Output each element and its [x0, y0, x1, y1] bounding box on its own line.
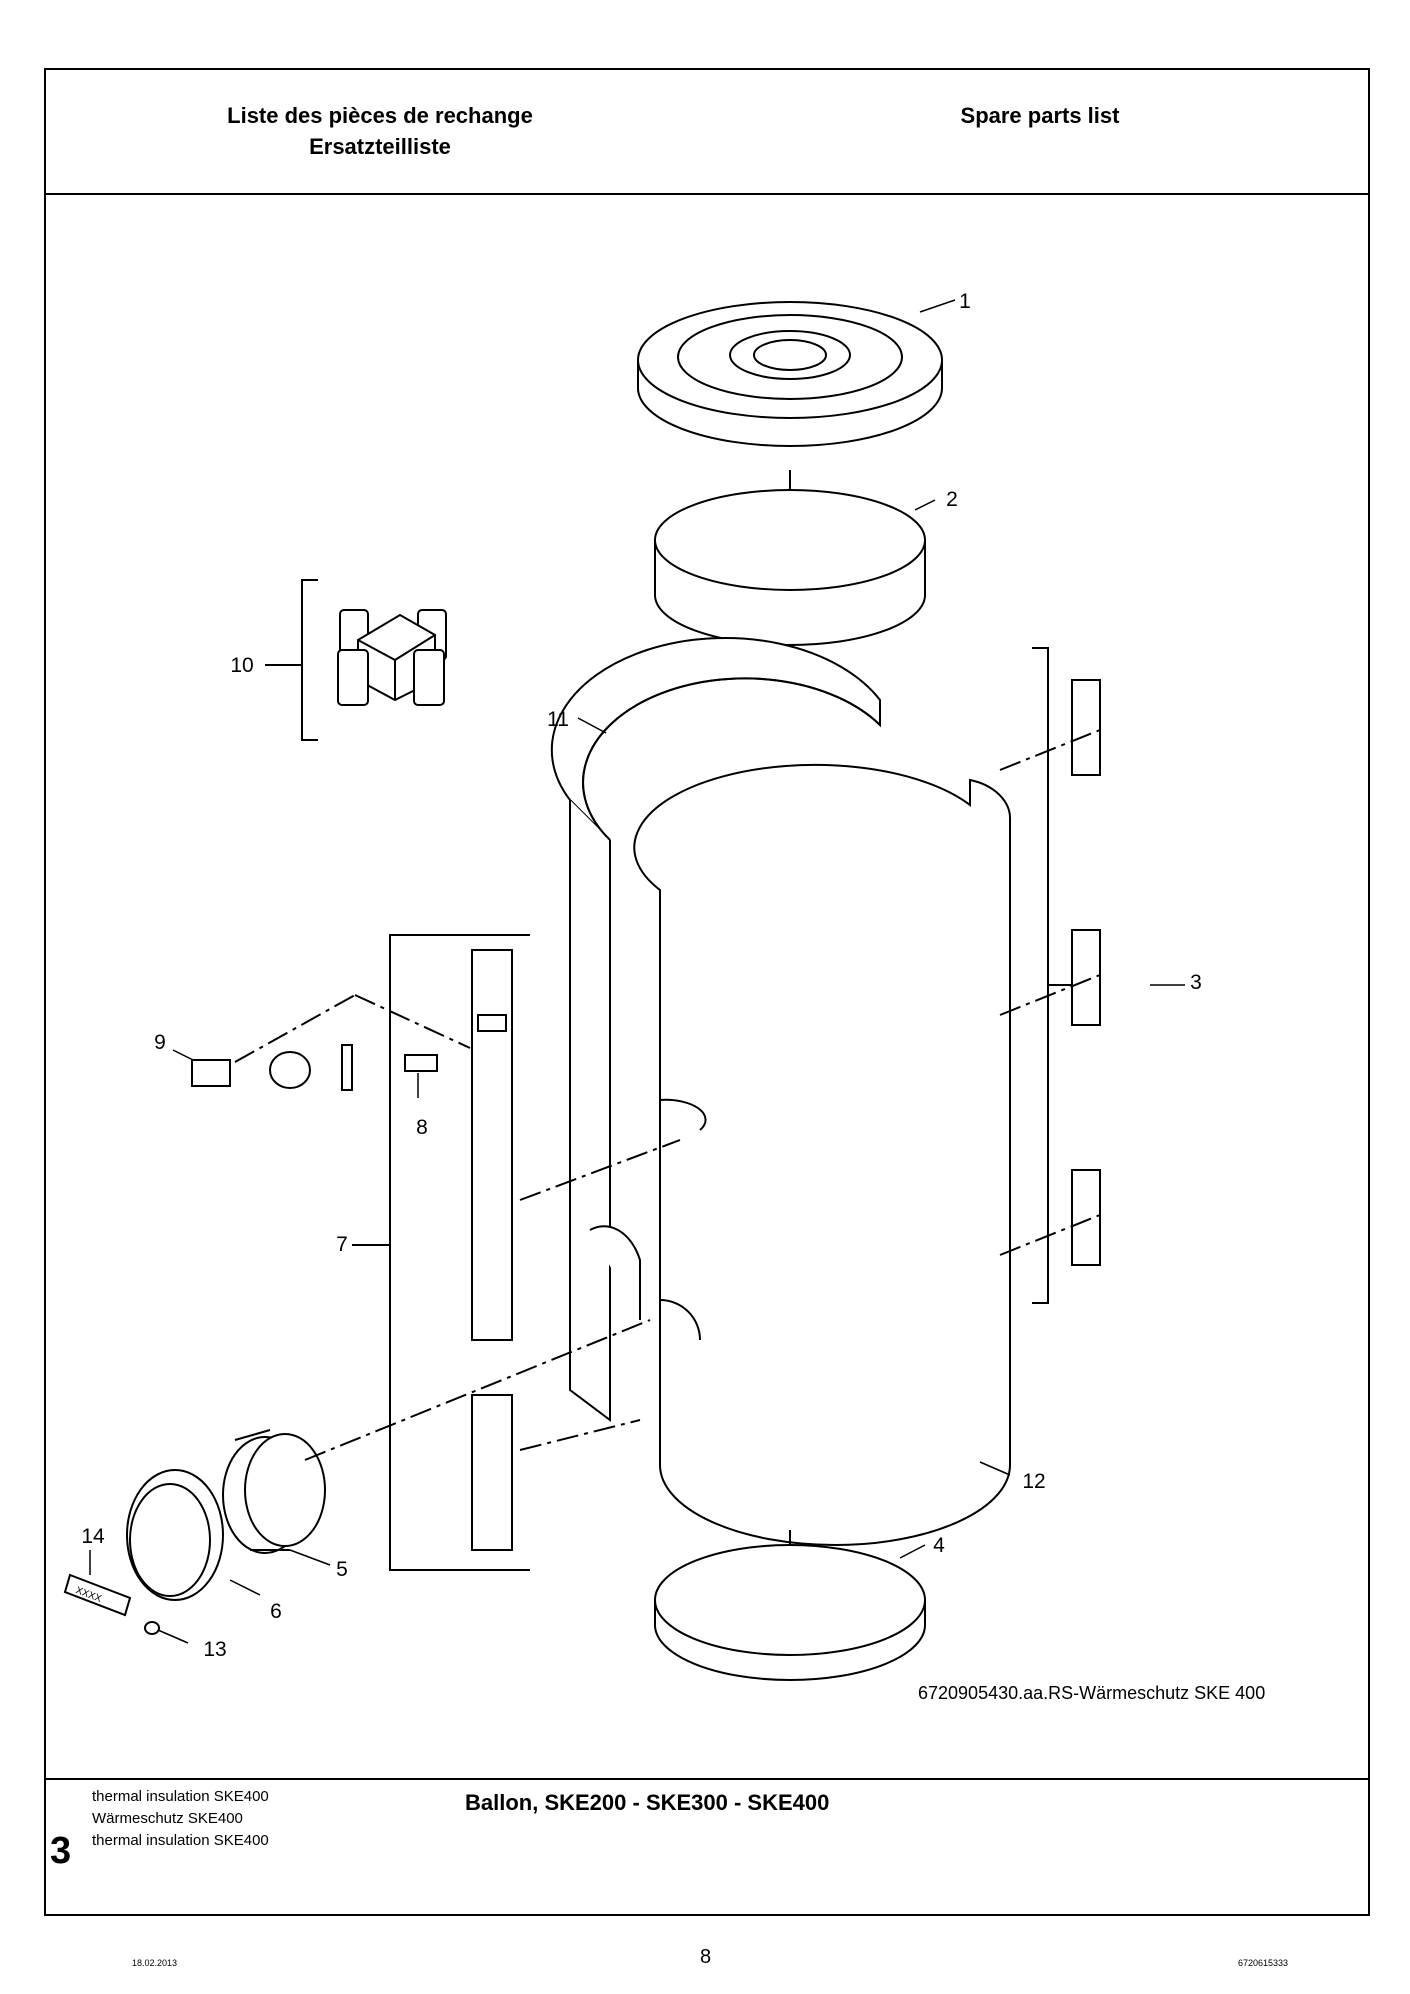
callout-10: 10 [230, 654, 254, 677]
part-cover-plate [126, 1469, 224, 1601]
description-line-2: Wärmeschutz SKE400 [92, 1810, 243, 1827]
drawing-reference: 6720905430.aa.RS-Wärmeschutz SKE 400 [918, 1683, 1266, 1703]
page-number: 8 [700, 1946, 712, 1968]
part-side-clips [999, 647, 1101, 1304]
part-feet-set [265, 579, 447, 741]
part-pad [404, 1054, 438, 1072]
part-flange-insulation [222, 1319, 651, 1554]
page-frame [44, 68, 1370, 1916]
part-bottom-disc [654, 1530, 926, 1681]
callout-8: 8 [416, 1116, 428, 1139]
callout-4: 4 [933, 1534, 945, 1557]
callout-2: 2 [946, 488, 958, 511]
callout-6: 6 [270, 1600, 282, 1623]
description-line-1: thermal insulation SKE400 [92, 1788, 269, 1805]
callout-13: 13 [203, 1638, 227, 1661]
callout-1: 1 [959, 290, 971, 313]
footer-divider [44, 1778, 1370, 1780]
callout-9: 9 [154, 1031, 166, 1054]
part-sensor [191, 994, 471, 1091]
callout-leaders [89, 299, 1185, 1644]
callout-12: 12 [1022, 1470, 1046, 1493]
product-title: Ballon, SKE200 - SKE300 - SKE400 [465, 1790, 830, 1815]
title-english: Spare parts list [960, 103, 1120, 128]
part-front-strip [352, 934, 681, 1571]
section-number: 3 [50, 1830, 72, 1872]
title-german: Ersatzteilliste [309, 134, 451, 159]
callout-11: 11 [547, 708, 569, 731]
part-screw [144, 1621, 160, 1635]
title-french: Liste des pièces de rechange [227, 103, 533, 128]
description-line-3: thermal insulation SKE400 [92, 1832, 269, 1849]
print-date: 18.02.2013 [132, 1958, 178, 1968]
callout-5: 5 [336, 1558, 348, 1581]
document-id: 6720615333 [1238, 1958, 1289, 1968]
header-divider [44, 193, 1370, 195]
part-jacket [550, 636, 1012, 1546]
part-insulation-disc [654, 489, 926, 646]
part-label [63, 1573, 132, 1617]
callout-14: 14 [81, 1525, 105, 1548]
callout-3: 3 [1190, 971, 1202, 994]
part-top-cover [637, 301, 943, 540]
callout-7: 7 [336, 1233, 348, 1256]
